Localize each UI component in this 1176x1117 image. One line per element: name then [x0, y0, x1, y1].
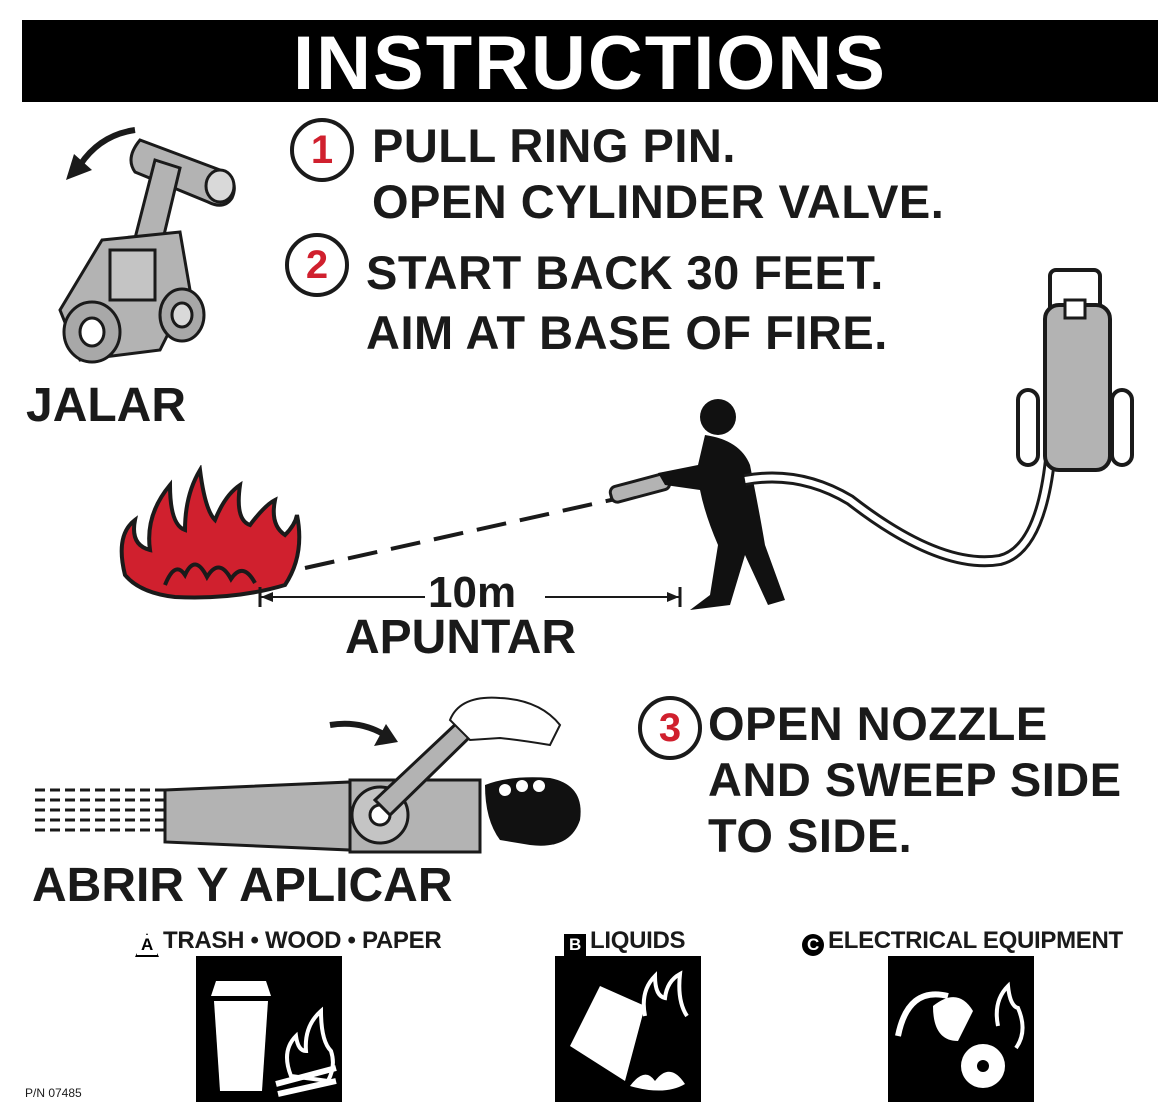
- step-2-line-1: START BACK 30 FEET.: [366, 246, 884, 299]
- distance-label: 10m: [428, 568, 517, 617]
- nozzle-icon: [35, 696, 581, 854]
- class-b-badge: B: [564, 934, 586, 956]
- step-1-line-1: PULL RING PIN.: [372, 119, 736, 172]
- step-3-line-1: OPEN NOZZLE: [708, 697, 1048, 750]
- step-1-line-2: OPEN CYLINDER VALVE.: [372, 175, 945, 228]
- class-c-badge: C: [802, 934, 824, 956]
- trash-wood-fire-icon: [196, 956, 342, 1102]
- step-3-line-3: TO SIDE.: [708, 809, 913, 862]
- extinguisher-stream: [304, 496, 621, 570]
- distance-marker: [258, 587, 682, 607]
- step-3-line-2: AND SWEEP SIDE: [708, 753, 1122, 806]
- operator-silhouette: [608, 399, 785, 610]
- aim-label: APUNTAR: [345, 611, 577, 664]
- pull-label: JALAR: [26, 379, 187, 432]
- class-b-label: LIQUIDS: [590, 927, 686, 954]
- step-1-number: 1: [290, 118, 354, 182]
- wheeled-extinguisher-icon: [1016, 268, 1134, 472]
- valve-handle-icon: [58, 127, 236, 364]
- class-c-label: ELECTRICAL EQUIPMENT: [828, 927, 1123, 954]
- step-2-number: 2: [285, 233, 349, 297]
- class-a-badge: A: [135, 933, 159, 957]
- part-number: P/N 07485: [25, 1086, 82, 1100]
- step-3-number: 3: [638, 696, 702, 760]
- class-a-label: TRASH • WOOD • PAPER: [163, 927, 442, 954]
- hose: [743, 459, 1056, 568]
- liquid-fire-icon: [555, 956, 701, 1102]
- apply-label: ABRIR Y APLICAR: [32, 859, 453, 912]
- page-title: INSTRUCTIONS: [293, 21, 887, 106]
- title-bar: [22, 20, 1158, 102]
- flame-icon: [119, 465, 302, 600]
- step-2-line-2: AIM AT BASE OF FIRE.: [366, 306, 888, 359]
- electrical-fire-icon: [888, 956, 1034, 1102]
